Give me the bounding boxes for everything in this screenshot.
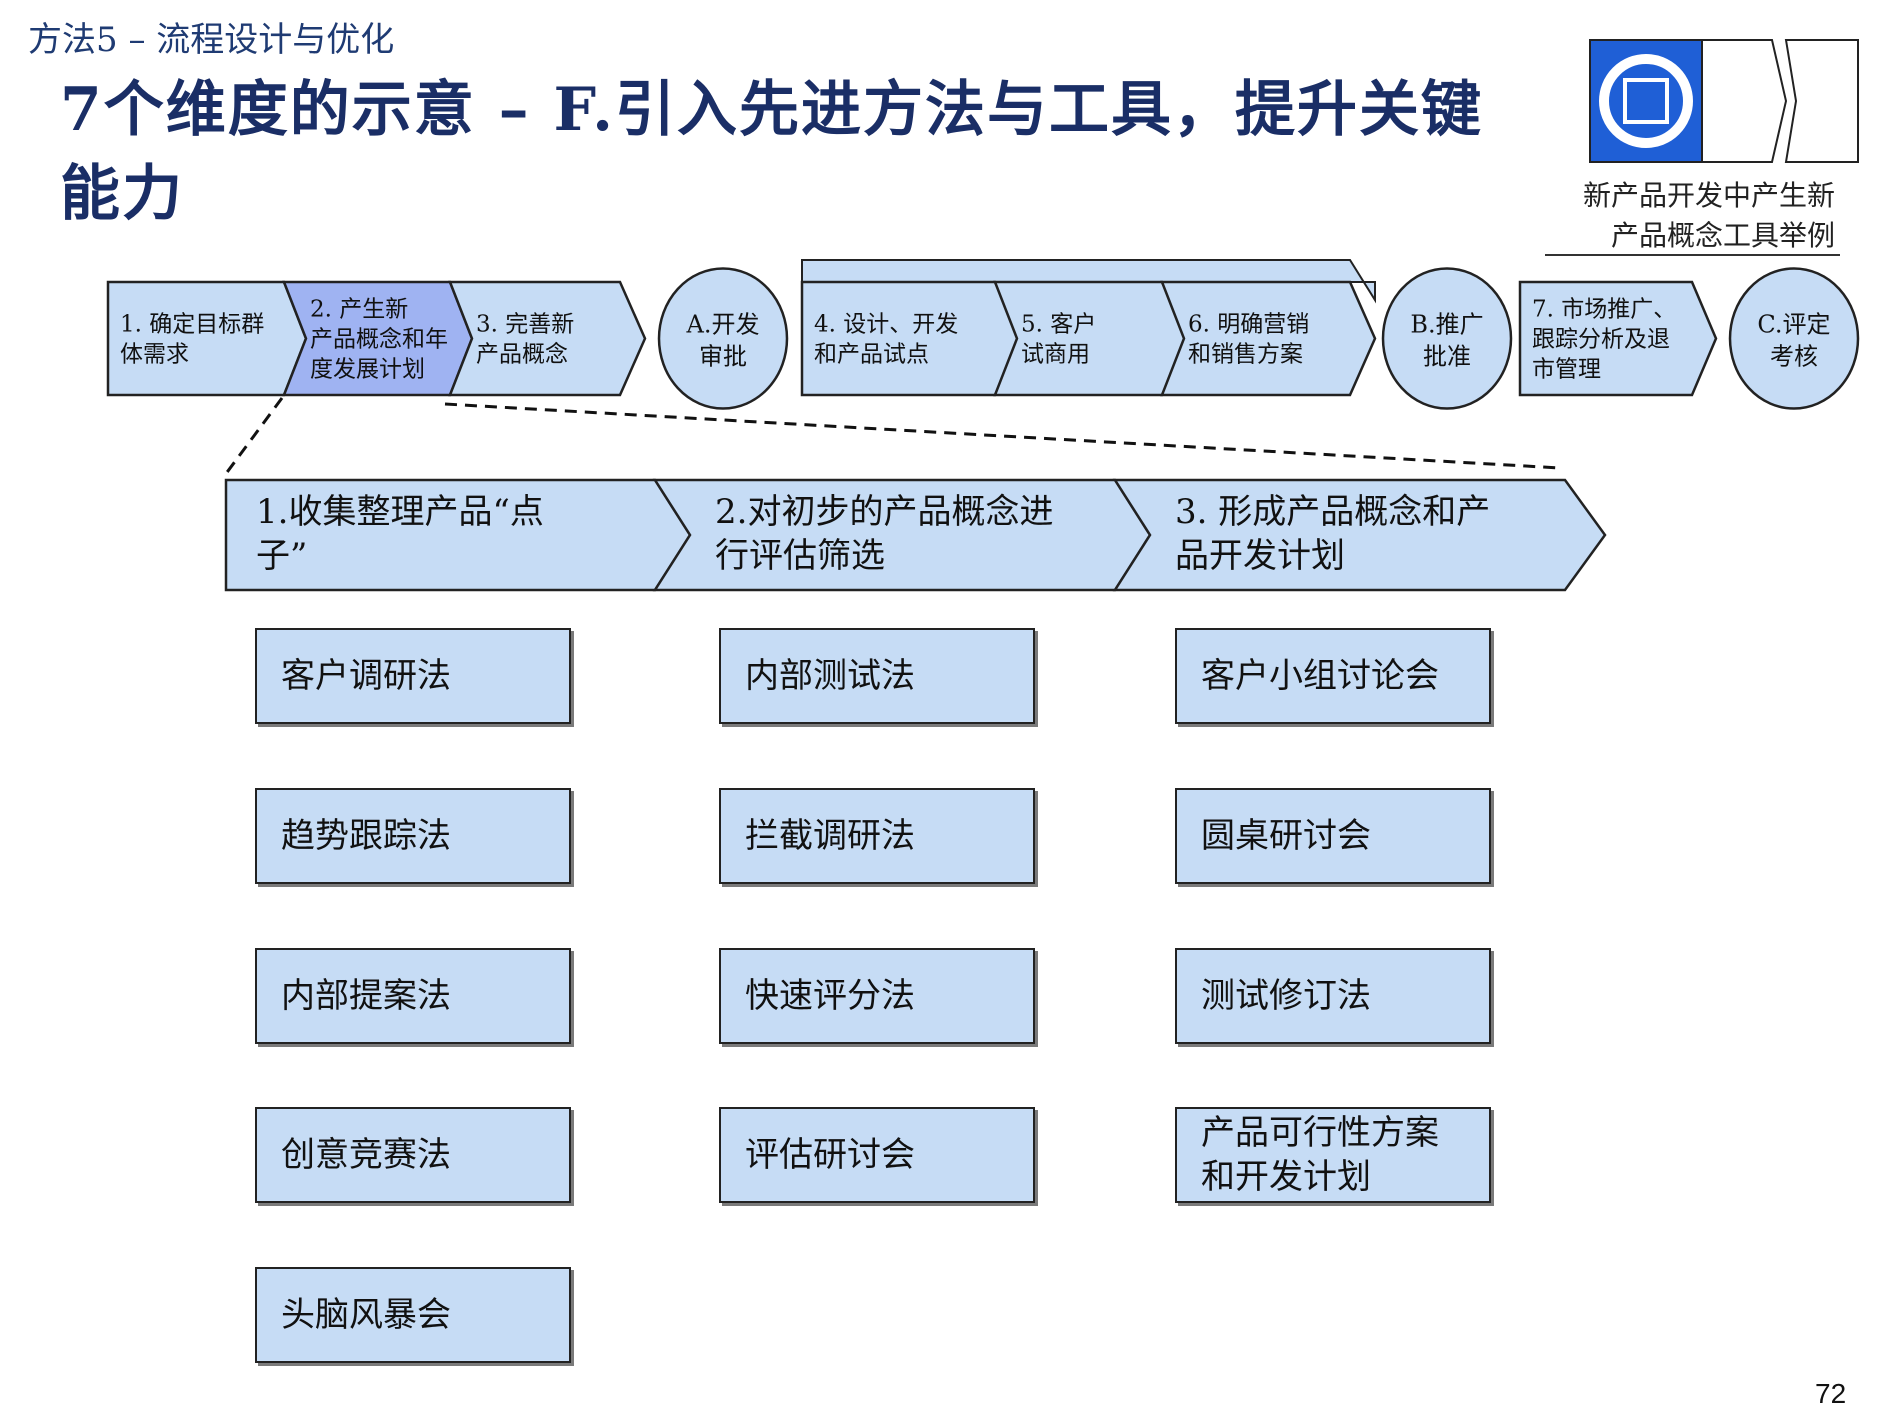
gate-gC	[1728, 267, 1860, 410]
process-step-s3	[448, 280, 647, 397]
tool-box-col2-4: 评估研讨会	[719, 1107, 1035, 1203]
step-label-s7: 7. 市场推广、跟踪分析及退市管理	[1532, 297, 1676, 383]
process-step-s6	[1160, 280, 1377, 397]
step-label-s6: 6. 明确营销和销售方案	[1188, 312, 1309, 368]
step-label-s3: 3. 完善新产品概念	[476, 312, 574, 368]
legend-caption-line2: 产品概念工具举例	[1610, 219, 1835, 252]
legend-caption: 新产品开发中产生新 产品概念工具举例	[1545, 176, 1835, 256]
sub-step-label-1: 1.收集整理产品“点子”	[256, 492, 544, 576]
gate-label-gA: A.开发审批	[686, 311, 760, 371]
process-cycle-icon	[1589, 39, 1859, 163]
gate-label-gC: C.评定考核	[1757, 311, 1830, 371]
tool-box-col2-3: 快速评分法	[719, 948, 1035, 1044]
step-label-s5: 5. 客户试商用	[1021, 312, 1096, 368]
tool-box-col1-3: 内部提案法	[255, 948, 571, 1044]
process-step-s7	[1518, 280, 1718, 397]
page-number: 72	[1815, 1378, 1847, 1409]
tool-box-col1-1: 客户调研法	[255, 628, 571, 724]
sub-step-label-2: 2.对初步的产品概念进行评估筛选	[715, 492, 1053, 576]
process-step-s5	[993, 280, 1190, 397]
tool-box-col2-1: 内部测试法	[719, 628, 1035, 724]
tool-box-col3-1: 客户小组讨论会	[1175, 628, 1491, 724]
tool-box-col1-4: 创意竞赛法	[255, 1107, 571, 1203]
zoom-line-left	[223, 397, 284, 476]
tool-box-col3-2: 圆桌研讨会	[1175, 788, 1491, 884]
sub-step-label-3: 3. 形成产品概念和产品开发计划	[1175, 492, 1490, 576]
step-label-s4: 4. 设计、开发和产品试点	[814, 312, 958, 368]
gate-label-gB: B.推广批准	[1410, 311, 1483, 371]
tool-box-col3-3: 测试修订法	[1175, 948, 1491, 1044]
step-label-s2: 2. 产生新产品概念和年度发展计划	[310, 297, 448, 383]
process-step-s4	[800, 280, 1022, 397]
phase-bracket-bar	[801, 259, 1376, 304]
tool-box-col3-4: 产品可行性方案和开发计划	[1175, 1107, 1491, 1203]
page-title: 7个维度的示意 – F.引入先进方法与工具，提升关键能力	[60, 75, 1483, 229]
section-label: 方法5 – 流程设计与优化	[28, 20, 395, 60]
sub-step-3	[1112, 478, 1607, 592]
tool-box-col2-2: 拦截调研法	[719, 788, 1035, 884]
tool-box-col1-5: 头脑风暴会	[255, 1267, 571, 1363]
legend-caption-line1: 新产品开发中产生新	[1582, 179, 1835, 212]
process-step-s1	[106, 280, 308, 397]
step-label-s1: 1. 确定目标群体需求	[120, 312, 264, 368]
tool-box-col1-2: 趋势跟踪法	[255, 788, 571, 884]
gate-gA	[657, 267, 789, 410]
zoom-line-right	[444, 402, 1561, 470]
gate-gB	[1381, 267, 1513, 410]
